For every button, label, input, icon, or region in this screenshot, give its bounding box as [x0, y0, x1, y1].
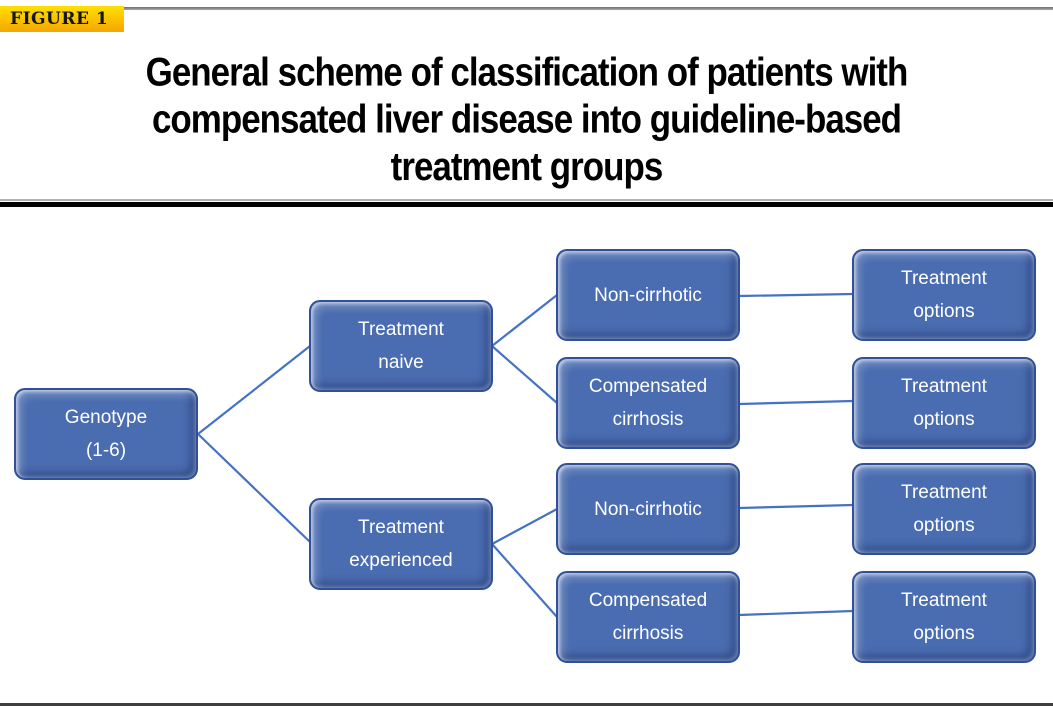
node-label-line: Compensated [588, 376, 708, 397]
connector-experienced-to-compensated [491, 543, 558, 618]
node-treatment-experienced: Treatment experienced [309, 498, 493, 590]
node-label-line: Non-cirrhotic [594, 284, 702, 306]
node-label-line: options [913, 301, 975, 322]
figure-title-line-1: General scheme of classification of pati… [145, 49, 909, 95]
figure-title: General scheme of classification of pati… [16, 48, 1037, 190]
connector-row3-to-options [738, 503, 854, 510]
connector-genotype-to-naive [197, 345, 311, 435]
node-label-line: Genotype [64, 407, 148, 428]
connector-row2-to-options [738, 399, 854, 406]
node-label-line: Treatment [358, 517, 444, 538]
title-divider-thick-rule [0, 202, 1053, 207]
figure-label-badge: FIGURE 1 [0, 6, 125, 32]
node-experienced-compensated-cirrhosis: Compensated cirrhosis [556, 571, 740, 663]
node-label-line: Treatment [901, 268, 987, 289]
node-label-line: options [913, 623, 975, 644]
node-label-line: Treatment [358, 319, 444, 340]
node-label-line: Treatment [901, 590, 987, 611]
title-divider-thin-rule [0, 199, 1053, 201]
connector-experienced-to-non-cirrhotic [491, 508, 558, 545]
node-label-line: Treatment [901, 376, 987, 397]
connector-row4-to-options [738, 609, 854, 617]
figure-title-line-2: compensated liver disease into guideline… [151, 96, 902, 142]
node-treatment-options-1: Treatment options [852, 249, 1036, 341]
connector-naive-to-non-cirrhotic [491, 294, 558, 347]
node-treatment-naive: Treatment naive [309, 300, 493, 392]
node-label-line: cirrhosis [612, 623, 684, 644]
node-treatment-options-4: Treatment options [852, 571, 1036, 663]
node-label-line: options [913, 515, 975, 536]
connector-genotype-to-experienced [197, 433, 311, 543]
figure-title-line-3: treatment groups [390, 143, 664, 189]
node-label-line: Compensated [588, 590, 708, 611]
node-label-line: naive [378, 352, 424, 373]
node-label-line: Treatment [901, 482, 987, 503]
node-label-line: experienced [349, 550, 453, 571]
node-experienced-non-cirrhotic: Non-cirrhotic [556, 463, 740, 555]
top-divider-rule [112, 7, 1053, 10]
node-label-line: cirrhosis [612, 409, 684, 430]
node-genotype: Genotype (1-6) [14, 388, 198, 480]
figure-label-text: FIGURE 1 [10, 9, 109, 29]
node-treatment-options-3: Treatment options [852, 463, 1036, 555]
connector-row1-to-options [738, 292, 854, 298]
node-label-line: Non-cirrhotic [594, 498, 702, 520]
node-treatment-options-2: Treatment options [852, 357, 1036, 449]
node-naive-compensated-cirrhosis: Compensated cirrhosis [556, 357, 740, 449]
bottom-divider-rule [0, 703, 1053, 706]
node-naive-non-cirrhotic: Non-cirrhotic [556, 249, 740, 341]
node-label-line: (1-6) [85, 440, 127, 461]
node-label-line: options [913, 409, 975, 430]
connector-naive-to-compensated [491, 345, 558, 404]
